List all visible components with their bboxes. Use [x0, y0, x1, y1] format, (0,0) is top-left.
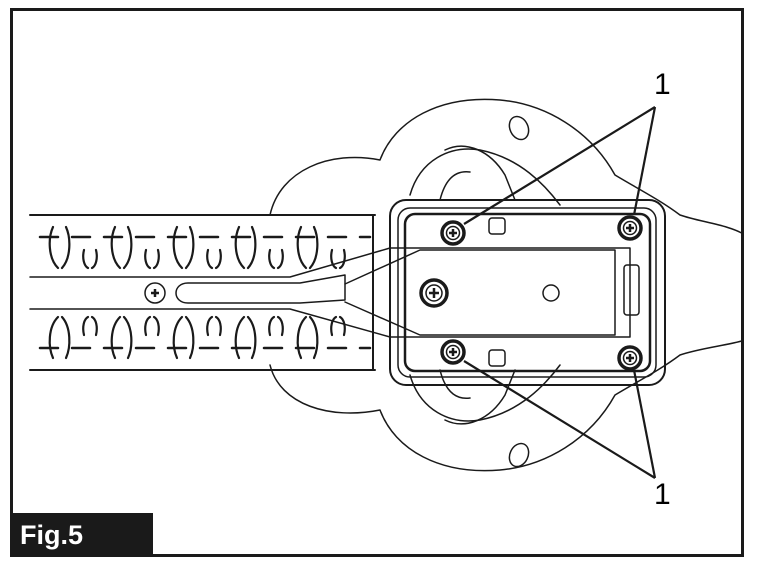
- base-plate-inner: [397, 207, 657, 378]
- screw-icon: [419, 278, 449, 308]
- figure-label: Fig.5: [10, 513, 153, 557]
- housing-cutout-bottom: [439, 369, 516, 425]
- blade-teeth-bottom: [48, 315, 346, 360]
- screw-icon: [617, 215, 643, 241]
- screw-icon: [617, 345, 643, 371]
- base-plate-rim: [403, 212, 652, 373]
- blade-teeth-top: [48, 225, 346, 270]
- blade-center-slot: [175, 274, 346, 304]
- gear-housing-outline: [269, 98, 741, 472]
- screw-icon: [144, 282, 166, 304]
- leader-line: [463, 106, 657, 479]
- base-plate-outer: [389, 199, 666, 386]
- housing-hole-top: [508, 115, 530, 141]
- blade-center-bar: [29, 247, 631, 338]
- screw-icon: [440, 339, 466, 365]
- housing-hole-bottom: [508, 442, 530, 468]
- screw-icon: [440, 220, 466, 246]
- base-plate-square-bottom: [488, 349, 506, 367]
- blade-plate-arm: [344, 249, 616, 336]
- housing-cutout-top: [439, 145, 516, 201]
- base-plate-square-top: [488, 217, 506, 235]
- base-plate-slot: [623, 264, 640, 316]
- callout-number: 1: [654, 478, 671, 511]
- figure-frame: [10, 8, 744, 557]
- base-plate-hole: [542, 284, 560, 302]
- callout-number: 1: [654, 68, 671, 101]
